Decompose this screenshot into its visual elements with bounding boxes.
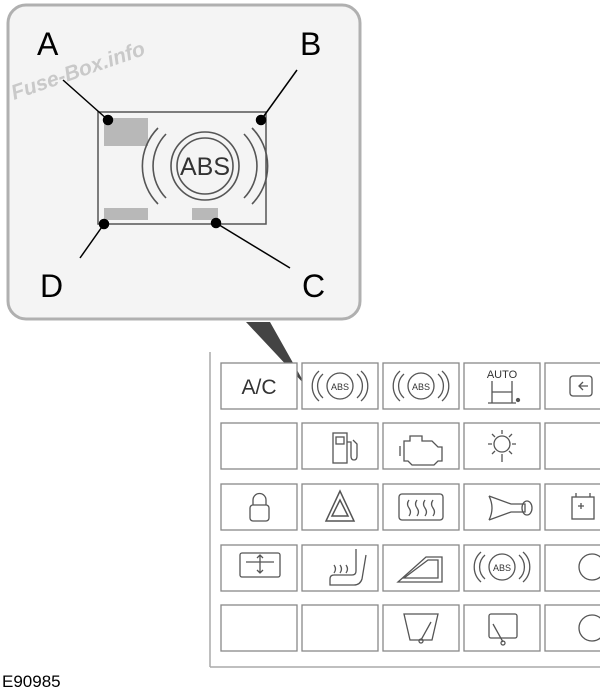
hazard-triangle-icon <box>324 489 356 522</box>
rear-defrost-icon <box>398 493 444 521</box>
abs-symbol-2-text: ABS <box>412 382 430 392</box>
fuel-pump-icon <box>332 432 358 464</box>
abs-text-large: ABS <box>180 153 230 181</box>
figure-code: E90985 <box>2 672 61 691</box>
lock-icon <box>249 492 270 522</box>
symbol-grid: A/C ABS ABS AUTO <box>209 352 600 668</box>
rear-wiper-icon <box>488 613 518 646</box>
abs-symbol-3-text: ABS <box>493 563 511 573</box>
abs-symbol-3 <box>473 551 531 583</box>
label-c: C <box>302 268 325 304</box>
car-window-icon <box>396 556 443 583</box>
ac-symbol: A/C <box>241 376 276 399</box>
callout-lines <box>62 69 298 269</box>
partial-icon-r4 <box>578 553 600 581</box>
indicator-area-d <box>104 208 148 220</box>
auto-text: AUTO <box>487 369 518 381</box>
partial-icon-r1 <box>569 375 593 397</box>
light-bulb-icon <box>488 430 516 462</box>
partial-icon-r3 <box>571 493 595 520</box>
engine-icon <box>399 435 443 466</box>
abs-symbol-2 <box>392 370 450 402</box>
windshield-wiper-icon <box>403 613 439 644</box>
window-icon <box>239 552 281 578</box>
magnified-lamp <box>97 111 267 225</box>
abs-symbol-text: ABS <box>331 382 349 392</box>
label-d: D <box>40 268 63 304</box>
label-a: A <box>37 26 59 62</box>
detail-box <box>6 3 362 321</box>
label-b: B <box>300 26 321 62</box>
indicator-area-c <box>192 208 218 220</box>
auto-lamp-icon <box>488 381 521 404</box>
abs-symbol <box>311 370 369 402</box>
abs-symbol-large <box>141 127 269 205</box>
horn-icon <box>488 495 533 521</box>
grid-cells <box>220 362 600 652</box>
heated-seat-icon <box>329 549 367 586</box>
partial-icon-r5 <box>578 614 600 642</box>
